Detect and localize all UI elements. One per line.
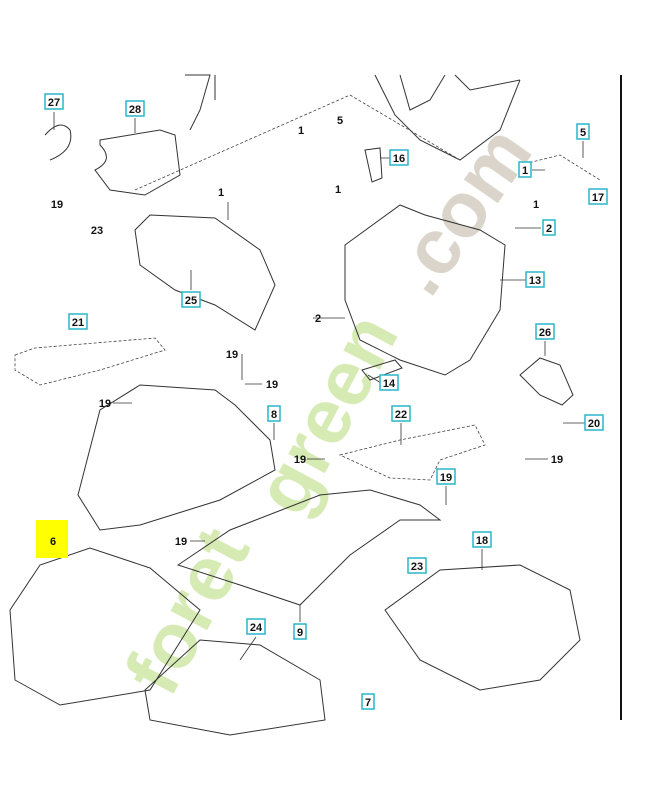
part-6-fender xyxy=(9,547,201,706)
svg-text:green: green xyxy=(237,299,414,528)
callout-16[interactable]: 16 xyxy=(389,149,409,166)
part-24-floor xyxy=(144,639,326,736)
callout-17[interactable]: 17 xyxy=(588,188,608,205)
callout-5[interactable]: 5 xyxy=(576,123,590,140)
watermark: foret green .com xyxy=(107,110,548,708)
svg-text:5: 5 xyxy=(580,127,586,139)
leader-lines xyxy=(53,112,586,661)
callout-2[interactable]: 2 xyxy=(542,219,556,236)
part-14-pad xyxy=(361,359,403,381)
svg-text:8: 8 xyxy=(271,409,277,421)
svg-text:19: 19 xyxy=(440,472,452,484)
svg-text:26: 26 xyxy=(539,327,551,339)
callout-9[interactable]: 9 xyxy=(293,623,307,640)
part-8-fender xyxy=(77,384,276,531)
plain-labels: 1 5 1 19 23 1 1 2 19 19 19 19 19 19 xyxy=(51,115,563,548)
part-28-bracket xyxy=(94,129,181,196)
callout-1[interactable]: 1 xyxy=(518,161,532,178)
callout-1: 1 xyxy=(298,125,304,137)
callout-19: 19 xyxy=(175,536,187,548)
part-outlines xyxy=(9,74,601,736)
callout-27[interactable]: 27 xyxy=(44,93,64,110)
svg-text:9: 9 xyxy=(297,627,303,639)
callout-20[interactable]: 20 xyxy=(584,414,604,431)
svg-text:25: 25 xyxy=(185,295,197,307)
callout-7[interactable]: 7 xyxy=(361,693,375,710)
callout-25[interactable]: 25 xyxy=(181,291,201,308)
callout-19: 19 xyxy=(294,454,306,466)
callout-1: 1 xyxy=(533,199,539,211)
callout-2: 2 xyxy=(315,313,321,325)
svg-text:28: 28 xyxy=(129,104,141,116)
svg-text:2: 2 xyxy=(546,223,552,235)
svg-text:14: 14 xyxy=(383,378,396,390)
callout-19: 19 xyxy=(551,454,563,466)
part-26-bracket xyxy=(519,357,574,406)
callout-19: 19 xyxy=(266,379,278,391)
callout-26[interactable]: 26 xyxy=(535,323,555,340)
callout-28[interactable]: 28 xyxy=(125,100,145,117)
callout-5: 5 xyxy=(337,115,343,127)
callout-23: 23 xyxy=(91,225,103,237)
callout-19: 19 xyxy=(51,199,63,211)
svg-text:16: 16 xyxy=(393,153,405,165)
callout-14[interactable]: 14 xyxy=(379,374,399,391)
svg-text:22: 22 xyxy=(395,409,407,421)
callout-6-highlighted[interactable]: 6 xyxy=(36,520,68,558)
part-25-cover xyxy=(134,214,276,331)
svg-text:24: 24 xyxy=(250,622,263,634)
callout-19: 19 xyxy=(226,349,238,361)
svg-text:23: 23 xyxy=(411,561,423,573)
callout-13[interactable]: 13 xyxy=(525,271,545,288)
callout-18[interactable]: 18 xyxy=(472,531,492,548)
svg-text:21: 21 xyxy=(72,317,84,329)
svg-text:1: 1 xyxy=(522,165,528,177)
callout-23[interactable]: 23 xyxy=(407,557,427,574)
part-13-bin xyxy=(344,204,506,376)
svg-text:17: 17 xyxy=(592,192,604,204)
callout-1: 1 xyxy=(335,184,341,196)
callout-1: 1 xyxy=(218,187,224,199)
callout-8[interactable]: 8 xyxy=(267,405,281,422)
part-27-clip xyxy=(44,124,72,161)
svg-text:20: 20 xyxy=(588,418,600,430)
part-21-mat xyxy=(14,337,166,386)
part-18-cover xyxy=(384,564,581,691)
svg-text:6: 6 xyxy=(50,536,56,548)
svg-text:27: 27 xyxy=(48,97,60,109)
callout-19: 19 xyxy=(99,398,111,410)
reference-line xyxy=(134,94,601,191)
callout-19[interactable]: 19 xyxy=(436,468,456,485)
svg-text:18: 18 xyxy=(476,535,488,547)
part-9-footrest xyxy=(176,489,442,606)
callout-21[interactable]: 21 xyxy=(68,313,88,330)
svg-text:7: 7 xyxy=(365,697,371,709)
callout-24[interactable]: 24 xyxy=(246,618,266,635)
frame-upper xyxy=(185,74,521,161)
svg-text:13: 13 xyxy=(529,275,541,287)
boxed-labels: 27 28 16 5 1 17 2 13 25 21 26 14 8 22 20… xyxy=(44,93,608,710)
part-16-bracket xyxy=(364,147,383,183)
callout-22[interactable]: 22 xyxy=(391,405,411,422)
